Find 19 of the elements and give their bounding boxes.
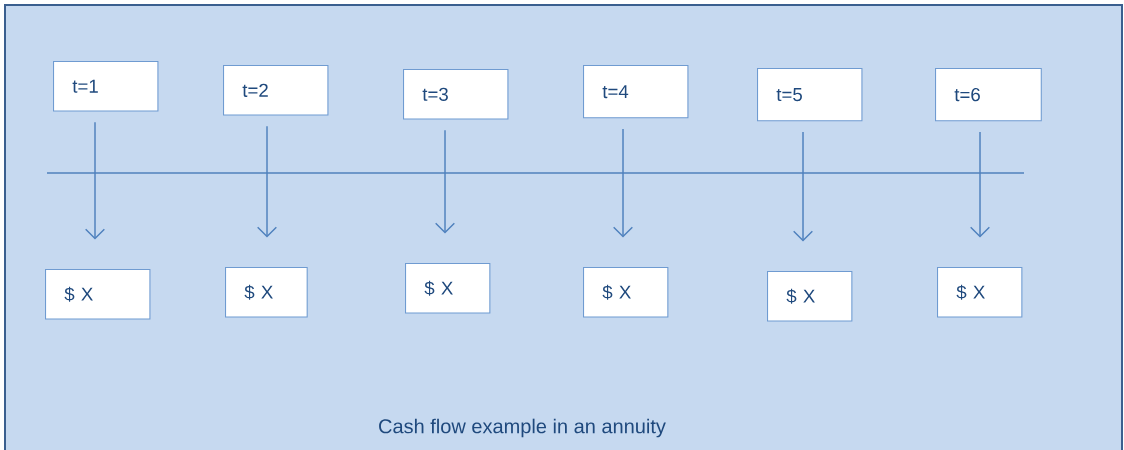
label-box: $ X [583,267,669,318]
arrow [792,131,814,242]
arrow [434,129,456,234]
label-box: $ X [405,263,491,314]
label-box: $ X [767,271,853,322]
label-box: t=4 [583,65,689,119]
label-box: t=2 [223,65,329,116]
label-box: t=1 [53,61,159,112]
arrow [612,128,634,238]
label-box: t=5 [757,68,863,122]
label-box: $ X [225,267,308,318]
label-box: t=3 [403,69,509,120]
caption: Cash flow example in an annuity [379,418,666,438]
arrow [84,121,106,240]
label-box: t=6 [935,68,1042,122]
label-box: $ X [45,269,151,320]
arrow [256,125,278,238]
label-box: $ X [937,267,1023,318]
arrow [969,131,991,238]
